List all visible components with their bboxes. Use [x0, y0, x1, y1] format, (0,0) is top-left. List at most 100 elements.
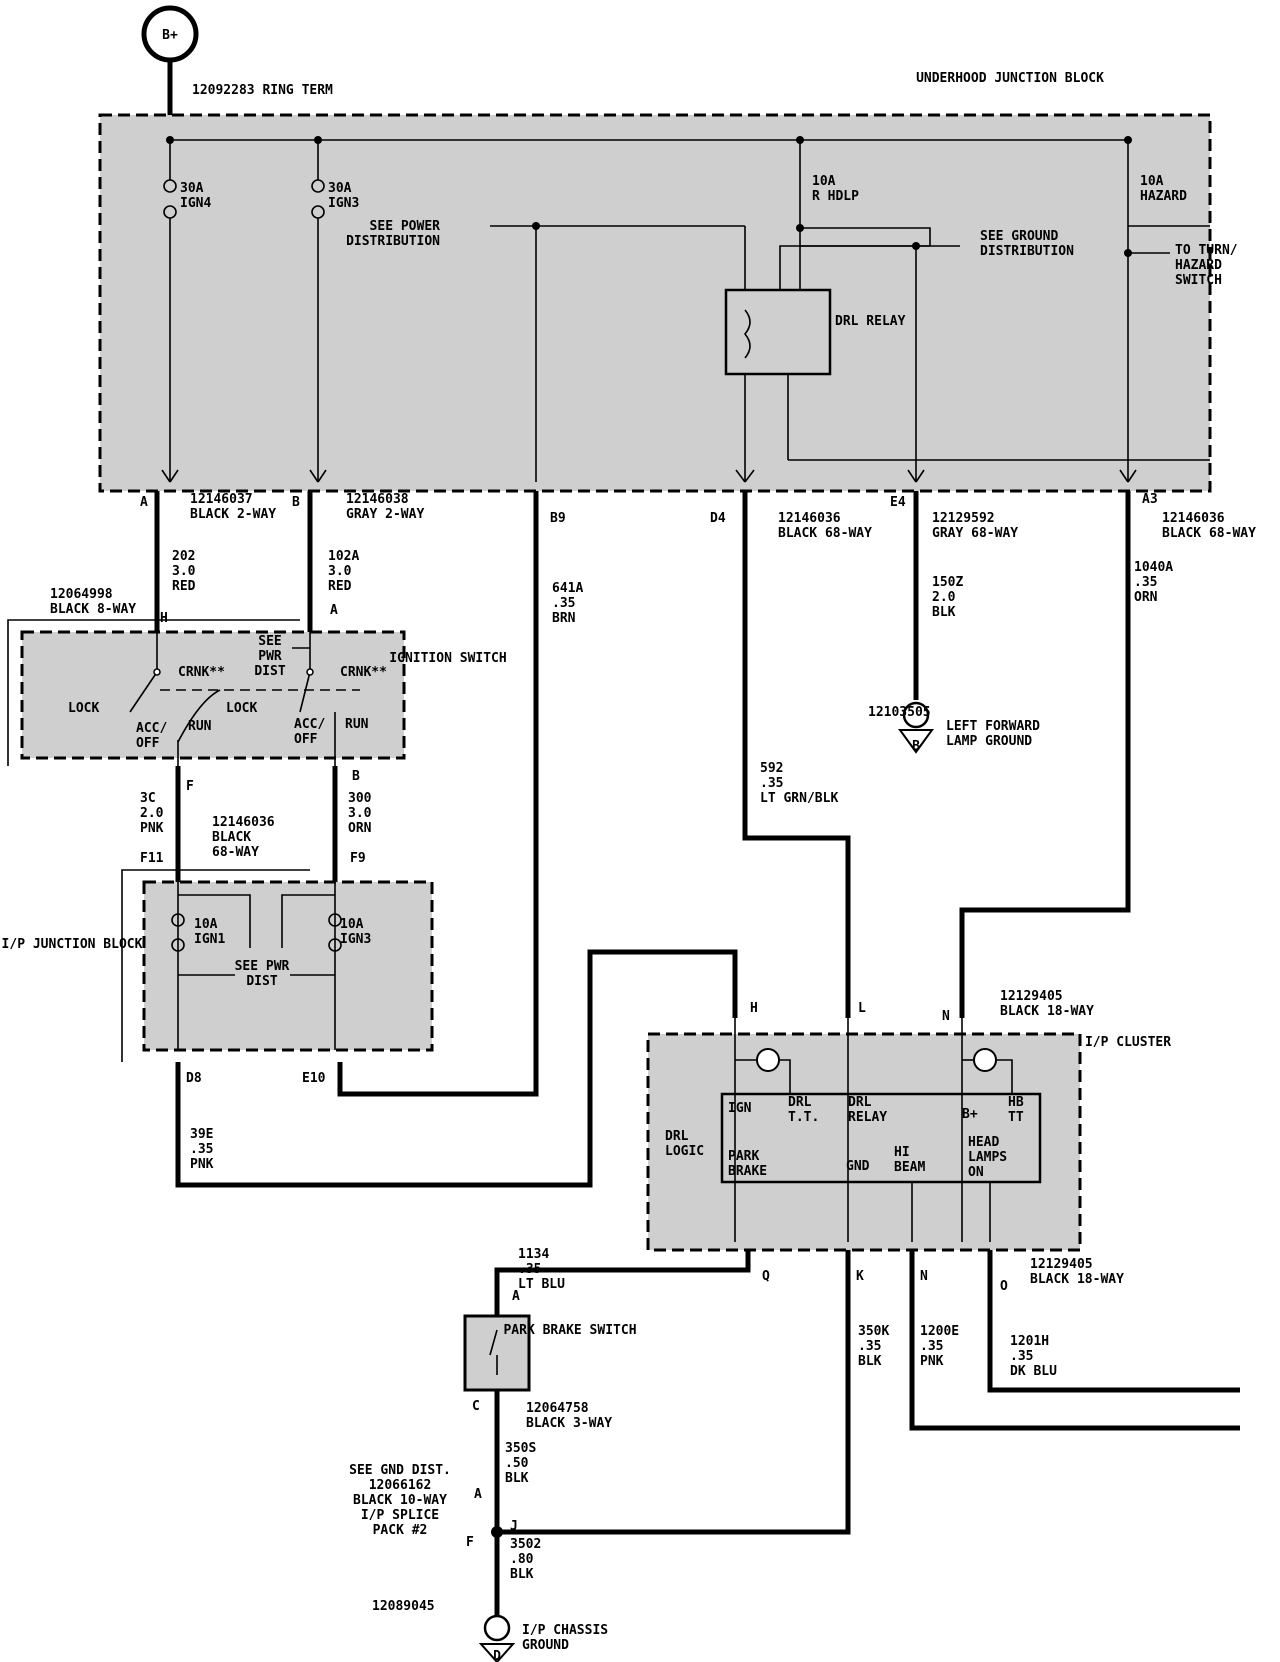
pin-a-splice: A — [474, 1487, 482, 1502]
pin-o: O — [1000, 1279, 1008, 1294]
ip-chassis-ground-symbol — [478, 1614, 516, 1662]
wire-592-label-0: 592 — [760, 761, 783, 776]
conn-d4-label-1: BLACK 68-WAY — [778, 526, 872, 541]
splice-label-2: BLACK 10-WAY — [353, 1493, 447, 1508]
acc-off-label-1-1: OFF — [136, 736, 160, 751]
splice-label-3: I/P SPLICE — [361, 1508, 439, 1523]
wire-3c-label-2: PNK — [140, 821, 164, 836]
cl-drl-tt-1: T.T. — [788, 1110, 819, 1125]
wire-592-label-1: .35 — [760, 776, 783, 791]
ground-ip-label-1: GROUND — [522, 1638, 569, 1653]
conn-a-label-1: BLACK 2-WAY — [190, 507, 276, 522]
cl-hb-tt-0: HB — [1008, 1095, 1024, 1110]
pin-e4: E4 — [890, 495, 906, 510]
cl-head-lamps-0: HEAD — [968, 1135, 999, 1150]
wire-300-label-1: 3.0 — [348, 806, 372, 821]
wire-1200e-label-1: .35 — [920, 1339, 943, 1354]
run-label-1: RUN — [188, 719, 212, 734]
wire-102a-label-2: RED — [328, 579, 352, 594]
park-brake-title: PARK BRAKE SWITCH — [503, 1323, 636, 1338]
underhood-junction-block — [98, 113, 1212, 493]
wire-3c-label-1: 2.0 — [140, 806, 164, 821]
wire-300-label-2: ORN — [348, 821, 372, 836]
wire-350s-label-2: BLK — [505, 1471, 529, 1486]
wire-350k — [497, 1250, 851, 1535]
see-pwr-ign-label-1: PWR — [258, 649, 282, 664]
conn-cluster-top-label-1: BLACK 18-WAY — [1000, 1004, 1094, 1019]
pin-e10: E10 — [302, 1071, 326, 1086]
pin-q: Q — [762, 1269, 770, 1284]
cl-head-lamps-2: ON — [968, 1165, 984, 1180]
pin-b: B — [292, 495, 300, 510]
fuse-ign1-label-1: IGN1 — [194, 932, 225, 947]
cl-hi-beam-1: BEAM — [894, 1160, 925, 1175]
fuse-10a-hazard — [1119, 170, 1210, 483]
pin-f: F — [186, 779, 194, 794]
conn-b-label-0: 12146038 — [346, 492, 409, 507]
pin-j: J — [510, 1519, 518, 1534]
wire-1040a-label-1: .35 — [1134, 575, 1157, 590]
wire-3502-label-1: .80 — [510, 1552, 534, 1567]
lock-label-2: LOCK — [226, 701, 257, 716]
pin-h-cluster: H — [750, 1001, 758, 1016]
fuse-rhdlp-label-0: 10A — [812, 174, 836, 189]
ip-junction-contents — [171, 882, 342, 1050]
pin-b9: B9 — [550, 511, 566, 526]
wire-350s-label-0: 350S — [505, 1441, 536, 1456]
conn-d4-label-0: 12146036 — [778, 511, 841, 526]
pin-l: L — [858, 1001, 866, 1016]
wire-39e-label-2: PNK — [190, 1157, 214, 1172]
ignition-bracket — [7, 619, 300, 766]
pin-a3: A3 — [1142, 492, 1158, 507]
cl-hb-tt-1: TT — [1008, 1110, 1024, 1125]
conn-e4-label-0: 12129592 — [932, 511, 995, 526]
pin-d4: D4 — [710, 511, 726, 526]
turn-hazard-label-1: HAZARD — [1175, 258, 1222, 273]
cl-park-brake-0: PARK — [728, 1149, 759, 1164]
wire-350k-label-2: BLK — [858, 1354, 882, 1369]
see-pwr-ign-label-2: DIST — [254, 664, 285, 679]
wire-1201h-label-0: 1201H — [1010, 1334, 1049, 1349]
ignition-switch-contents — [129, 632, 360, 766]
wire-300-label-0: 300 — [348, 791, 372, 806]
fuse-ign3-label-1: IGN3 — [328, 196, 359, 211]
cl-drl-relay-1: RELAY — [848, 1110, 887, 1125]
cl-park-brake-1: BRAKE — [728, 1164, 767, 1179]
underhood-title: UNDERHOOD JUNCTION BLOCK — [916, 71, 1104, 86]
fuse-hazard-label-0: 10A — [1140, 174, 1164, 189]
conn-a3-label-0: 12146036 — [1162, 511, 1225, 526]
splice-label-1: 12066162 — [369, 1478, 432, 1493]
wire-202-label-2: RED — [172, 579, 196, 594]
wire-39e-label-0: 39E — [190, 1127, 213, 1142]
fuse-ign3b-label-1: IGN3 — [340, 932, 371, 947]
pin-c: C — [472, 1399, 480, 1414]
wire-1201h — [987, 1250, 1240, 1393]
conn-pbs-label-0: 12064758 — [526, 1401, 589, 1416]
conn-cluster-bot-label-0: 12129405 — [1030, 1257, 1093, 1272]
wire-102a-label-0: 102A — [328, 549, 359, 564]
park-brake-switch-block — [463, 1314, 531, 1392]
conn-ign-label-1: BLACK 8-WAY — [50, 602, 136, 617]
crnk-label-1: CRNK** — [178, 665, 225, 680]
cluster-contents — [720, 1018, 1042, 1242]
wire-1200e-label-0: 1200E — [920, 1324, 959, 1339]
fuse-ign4-label-0: 30A — [180, 181, 204, 196]
wire-150z-label-0: 150Z — [932, 575, 963, 590]
turn-hazard-label-2: SWITCH — [1175, 273, 1222, 288]
pin-a-pbs: A — [512, 1289, 520, 1304]
pin-f9: F9 — [350, 851, 366, 866]
wire-1040a-label-2: ORN — [1134, 590, 1158, 605]
conn-e4-label-1: GRAY 68-WAY — [932, 526, 1018, 541]
fuse-ign1-label-0: 10A — [194, 917, 218, 932]
wire-1040a — [959, 491, 1131, 1018]
wire-102a-label-1: 3.0 — [328, 564, 352, 579]
cluster-title: I/P CLUSTER — [1085, 1035, 1171, 1050]
conn-cluster-bot-label-1: BLACK 18-WAY — [1030, 1272, 1124, 1287]
see-ground-label-1: DISTRIBUTION — [980, 244, 1074, 259]
cl-hi-beam-0: HI — [894, 1145, 910, 1160]
fuse-hazard-label-1: HAZARD — [1140, 189, 1187, 204]
conn-a3-label-1: BLACK 68-WAY — [1162, 526, 1256, 541]
wire-150z-label-1: 2.0 — [932, 590, 956, 605]
cl-drl-logic-1: LOGIC — [665, 1144, 704, 1159]
